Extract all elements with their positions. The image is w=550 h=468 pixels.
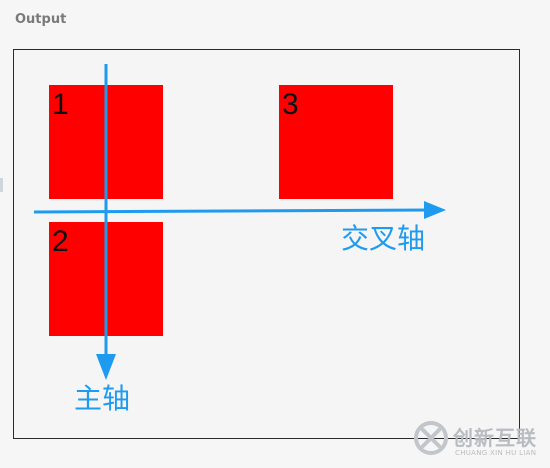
cross-axis-arrowhead bbox=[424, 201, 446, 219]
cross-axis-line bbox=[33, 208, 429, 214]
watermark-logo-icon bbox=[414, 421, 448, 455]
main-axis-arrowhead bbox=[96, 354, 116, 380]
cross-axis-label: 交叉轴 bbox=[341, 222, 426, 255]
watermark-subtext: CHUANG XIN HU LIAN bbox=[455, 449, 537, 457]
flex-item-number: 1 bbox=[52, 88, 69, 121]
flex-item-3: 3 bbox=[279, 85, 393, 199]
main-axis-label: 主轴 bbox=[74, 382, 131, 415]
output-title: Output bbox=[15, 12, 67, 27]
watermark: 创新互联 CHUANG XIN HU LIAN bbox=[405, 410, 550, 468]
flex-item-number: 2 bbox=[52, 225, 69, 258]
side-tab-indicator bbox=[0, 178, 3, 192]
watermark-text: 创新互联 bbox=[453, 426, 537, 450]
flex-item-number: 3 bbox=[282, 88, 299, 121]
